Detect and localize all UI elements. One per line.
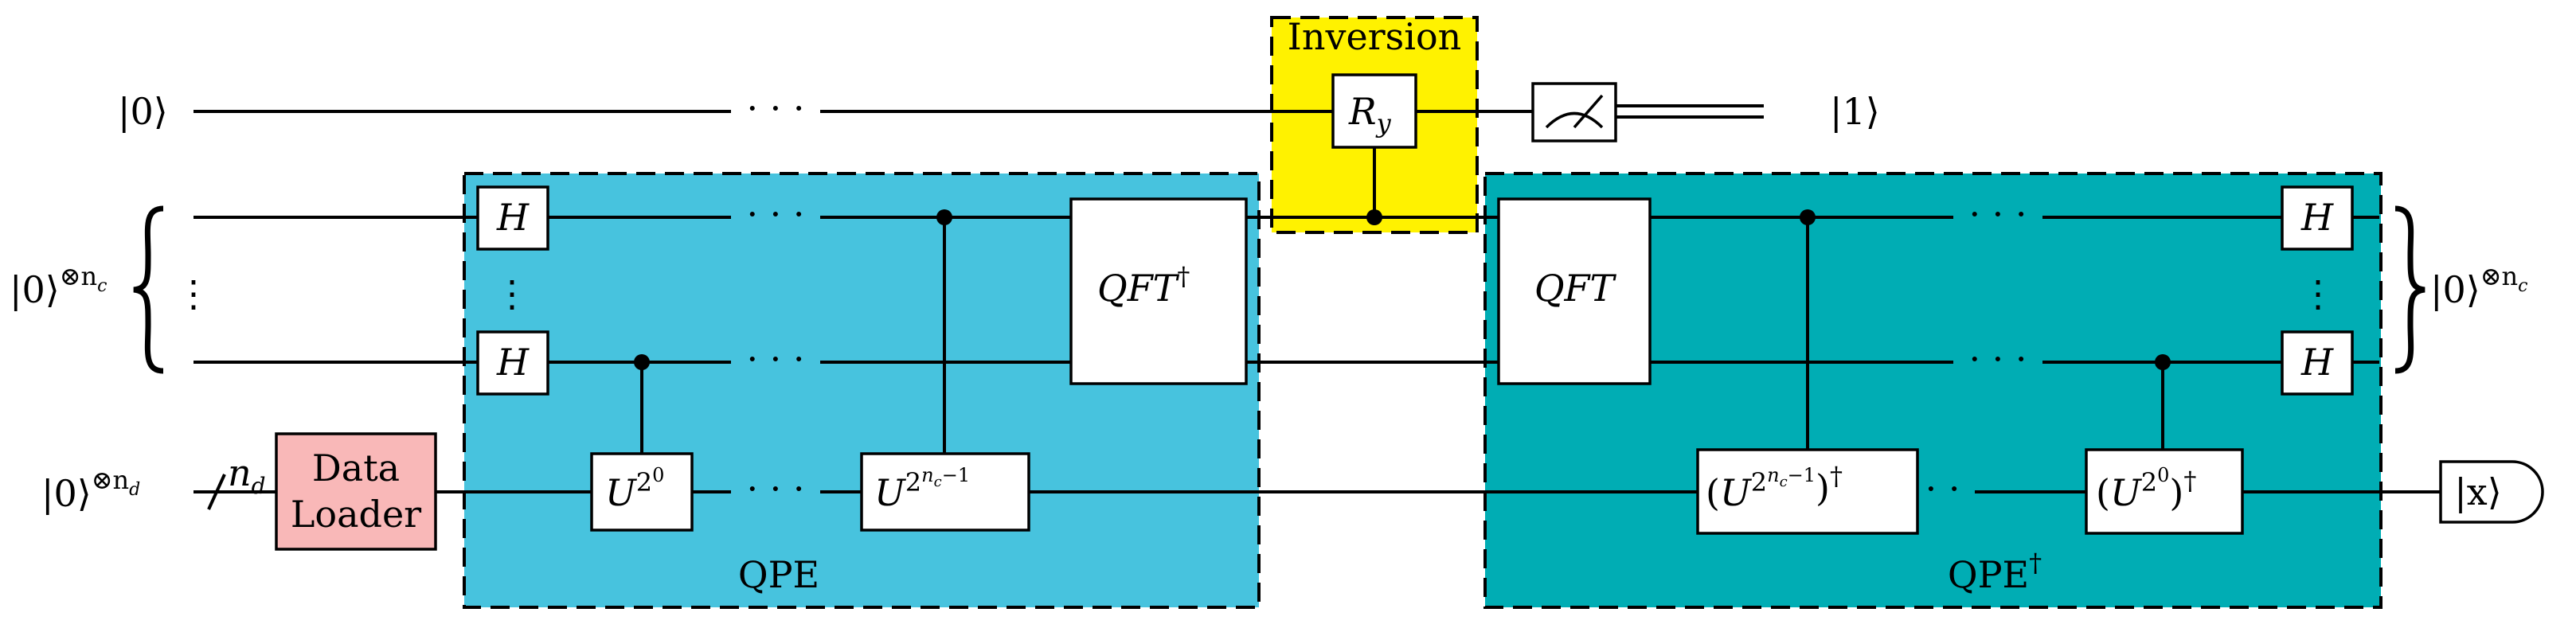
controlled-u-first-gate: [590, 452, 694, 532]
controlled-u-first-label: U20: [605, 464, 664, 514]
ellipsis-clock1-right: · · ·: [1968, 193, 2027, 236]
controlled-u-last-dagger-label: (U2nc−1)†: [1706, 461, 1843, 514]
control-dot-ry: [1366, 209, 1382, 225]
qpe-title: QPE: [738, 553, 819, 596]
controlled-u-last-gate: [860, 452, 1030, 532]
control-dot-ulast: [936, 209, 952, 225]
ancilla-input-label: |0⟩: [118, 90, 168, 133]
input-curly-brace: [133, 205, 164, 374]
control-dot-u0: [634, 354, 650, 370]
clock-output-label: |0⟩⊗nc: [2430, 261, 2527, 311]
hadamard-gate-4: [2281, 330, 2354, 396]
ellipsis-ancilla: · · ·: [746, 87, 804, 130]
data-loader-gate: [275, 432, 437, 551]
controlled-u-first-dagger-label: (U20)†: [2096, 464, 2196, 514]
data-loader-line1: Data: [312, 447, 400, 490]
inverse-qft-gate: [1069, 197, 1248, 385]
bus-slash: [207, 474, 226, 510]
output-state-box: [2439, 460, 2544, 524]
ellipsis-clock1-left: · · ·: [746, 193, 804, 236]
measurement-meter-arc: [1545, 111, 1604, 129]
ry-rotation-gate: [1331, 73, 1417, 149]
qpe-inverse-title: QPE†: [1948, 548, 2042, 596]
ancilla-output-label: |1⟩: [1830, 90, 1880, 133]
hadamard-gate-3: [2281, 185, 2354, 251]
clock-input-label: |0⟩⊗nc: [10, 261, 107, 311]
output-state-label: |x⟩: [2454, 470, 2501, 513]
data-input-label: |0⟩⊗nd: [41, 465, 140, 515]
control-dot-u0-dag: [2155, 354, 2171, 370]
ellipsis-clock2-left: · · ·: [746, 337, 804, 380]
hadamard-label-2: H: [496, 341, 530, 384]
controlled-u-last-dagger-gate: [1696, 448, 1919, 535]
measurement-meter-needle: [1573, 94, 1604, 129]
bus-label: nd: [228, 451, 266, 499]
qft-gate: [1497, 197, 1652, 385]
ellipsis-clock2-right: · · ·: [1968, 337, 2027, 380]
output-curly-brace: [2394, 205, 2426, 374]
vdots-h-left: ⋮: [494, 272, 530, 315]
hadamard-label-4: H: [2300, 341, 2334, 384]
vdots-input: ⋮: [175, 272, 212, 315]
qft-label: QFT: [1534, 267, 1617, 310]
control-dot-ulast-dag: [1800, 209, 1816, 225]
hadamard-label-3: H: [2300, 196, 2334, 239]
hadamard-gate-2: [476, 330, 549, 396]
controlled-u-first-dagger-gate: [2085, 448, 2244, 535]
vdots-h-right: ⋮: [2300, 272, 2336, 315]
hadamard-label-1: H: [496, 196, 530, 239]
hadamard-gate-1: [476, 185, 549, 251]
data-loader-line2: Loader: [291, 493, 421, 536]
inversion-title: Inversion: [1288, 15, 1462, 58]
controlled-u-last-label: U2nc−1: [874, 464, 970, 514]
ry-rotation-label: Ry: [1348, 90, 1392, 138]
ellipsis-data-left: · · ·: [746, 467, 804, 510]
inverse-qft-label: QFT†: [1097, 261, 1190, 310]
